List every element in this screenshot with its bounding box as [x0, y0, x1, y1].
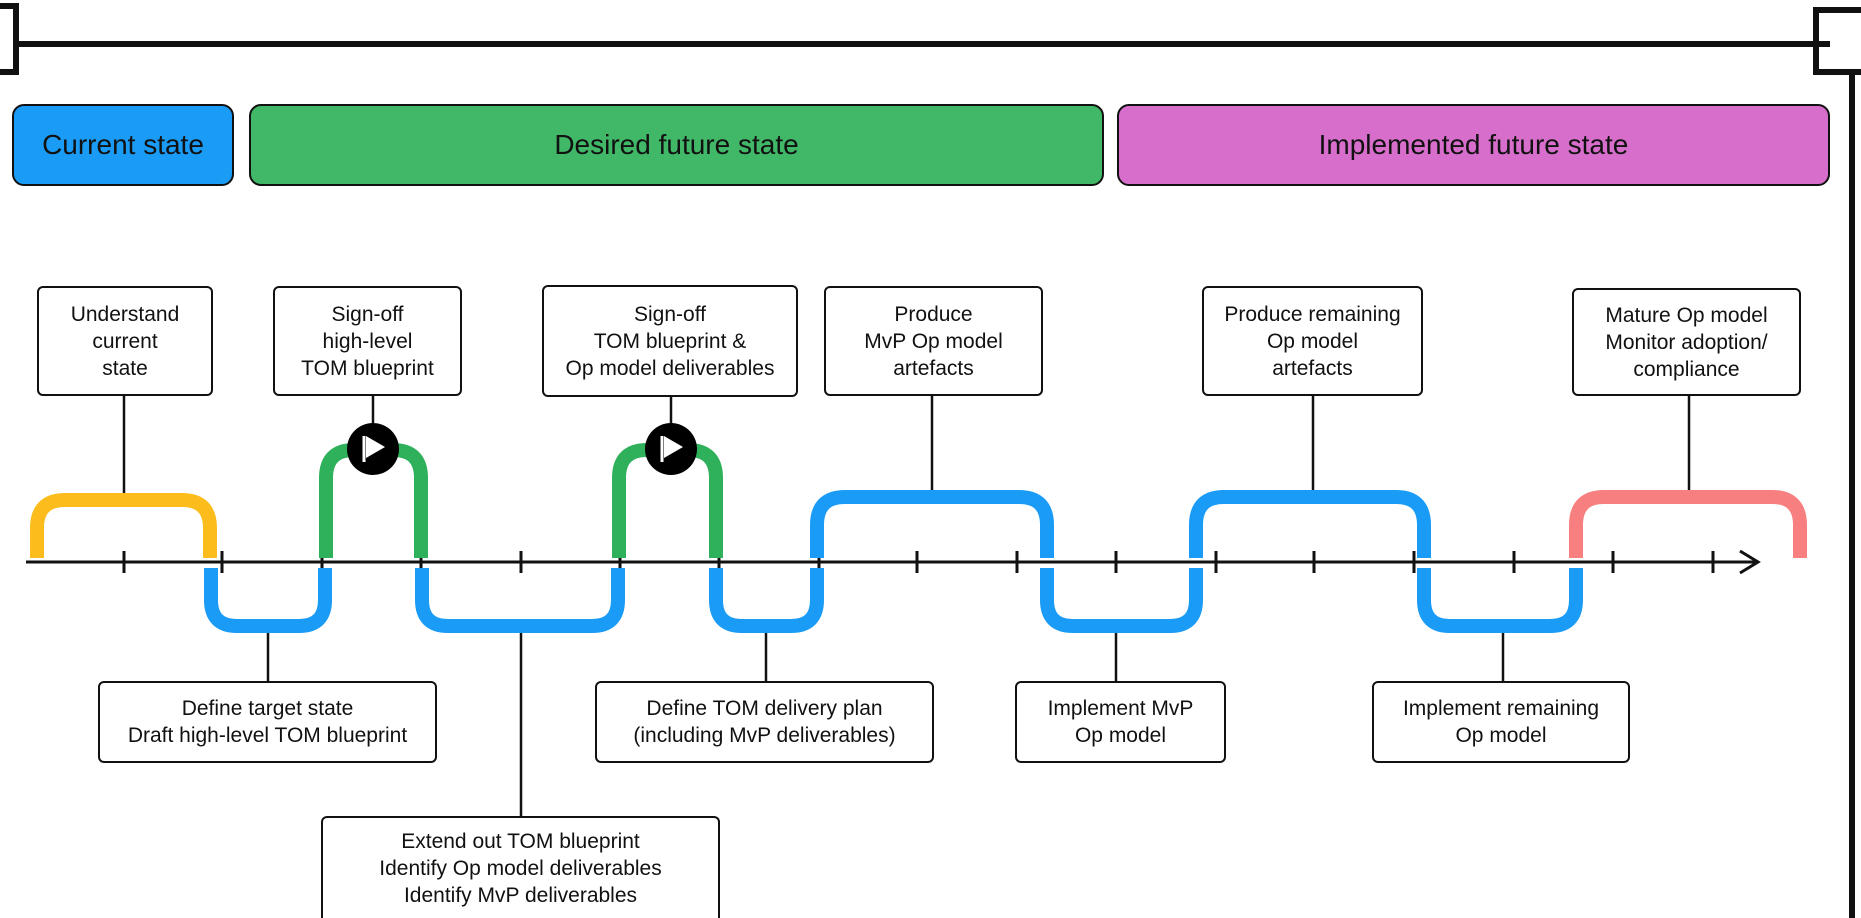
frame-left-bracket	[0, 3, 19, 75]
phase-current-state: Current state	[12, 104, 234, 186]
step-line: state	[102, 356, 148, 380]
step-define-target-state: Define target state Draft high-level TOM…	[98, 681, 437, 763]
step-define-tom-delivery-plan: Define TOM delivery plan (including MvP …	[595, 681, 934, 763]
step-sign-off-high-level-blueprint: Sign-off high-level TOM blueprint	[273, 286, 462, 396]
step-line: Op model deliverables	[565, 356, 775, 380]
phase-label: Desired future state	[554, 129, 799, 160]
step-line: Define target state	[181, 697, 354, 720]
track-segment-implement-mvp	[1040, 568, 1203, 633]
track-segment-mature	[1569, 490, 1807, 558]
track-segment-delivery-plan	[709, 568, 824, 633]
step-line: artefacts	[1272, 356, 1353, 380]
step-line: current	[92, 329, 158, 353]
step-line: Produce remaining	[1224, 302, 1401, 326]
step-line: Understand	[70, 302, 180, 326]
step-line: (including MvP deliverables)	[633, 724, 896, 747]
step-extend-out-tom-blueprint: Extend out TOM blueprint Identify Op mod…	[321, 816, 720, 918]
step-line: Implement MvP	[1047, 697, 1194, 720]
flag-icon-flag	[664, 436, 683, 458]
step-understand-current-state: Understand current state	[37, 286, 213, 396]
step-line: Op model	[1266, 329, 1359, 353]
track-segment-produce-mvp	[810, 490, 1054, 558]
step-line: Op model	[1455, 724, 1547, 747]
step-line: Identify Op model deliverables	[379, 856, 662, 880]
step-implement-remaining-op-model: Implement remaining Op model	[1372, 681, 1630, 763]
step-line: Identify MvP deliverables	[403, 883, 638, 907]
track-segment-extend-blueprint	[415, 568, 625, 633]
step-line: Sign-off	[634, 302, 706, 326]
step-line: TOM blueprint	[301, 356, 434, 380]
step-produce-remaining-artefacts: Produce remaining Op model artefacts	[1202, 286, 1423, 396]
phase-desired-future-state: Desired future state	[249, 104, 1104, 186]
track-segment-produce-remaining	[1189, 490, 1431, 558]
phase-implemented-future-state: Implemented future state	[1117, 104, 1830, 186]
step-line: Define TOM delivery plan	[646, 697, 883, 720]
timeline-arrowhead	[1739, 549, 1761, 575]
track-segment-implement-remaining	[1417, 568, 1583, 633]
track-segment-define-target	[204, 568, 332, 633]
flag-icon-flag	[366, 436, 385, 458]
phase-label: Current state	[42, 129, 204, 160]
step-line: Draft high-level TOM blueprint	[127, 724, 408, 747]
step-line: Extend out TOM blueprint	[401, 829, 640, 853]
step-line: Op model	[1074, 724, 1167, 747]
step-sign-off-tom-blueprint-deliverables: Sign-off TOM blueprint & Op model delive…	[542, 285, 798, 397]
step-produce-mvp-artefacts: Produce MvP Op model artefacts	[824, 286, 1043, 396]
step-line: MvP Op model	[864, 329, 1003, 353]
step-line: artefacts	[893, 356, 974, 380]
step-line: high-level	[322, 329, 413, 353]
track-segment-understand	[30, 493, 217, 558]
step-line: TOM blueprint &	[593, 329, 747, 353]
phase-label: Implemented future state	[1318, 129, 1629, 160]
step-line: Produce	[894, 302, 973, 326]
frame-right-bracket	[1813, 7, 1861, 75]
step-line: Sign-off	[331, 302, 404, 326]
step-line: Implement remaining	[1402, 697, 1600, 720]
step-line: compliance	[1633, 357, 1740, 381]
step-line: Monitor adoption/	[1605, 330, 1768, 354]
step-mature-op-model: Mature Op model Monitor adoption/ compli…	[1572, 288, 1801, 396]
step-line: Mature Op model	[1605, 303, 1768, 327]
step-implement-mvp-op-model: Implement MvP Op model	[1015, 681, 1226, 763]
